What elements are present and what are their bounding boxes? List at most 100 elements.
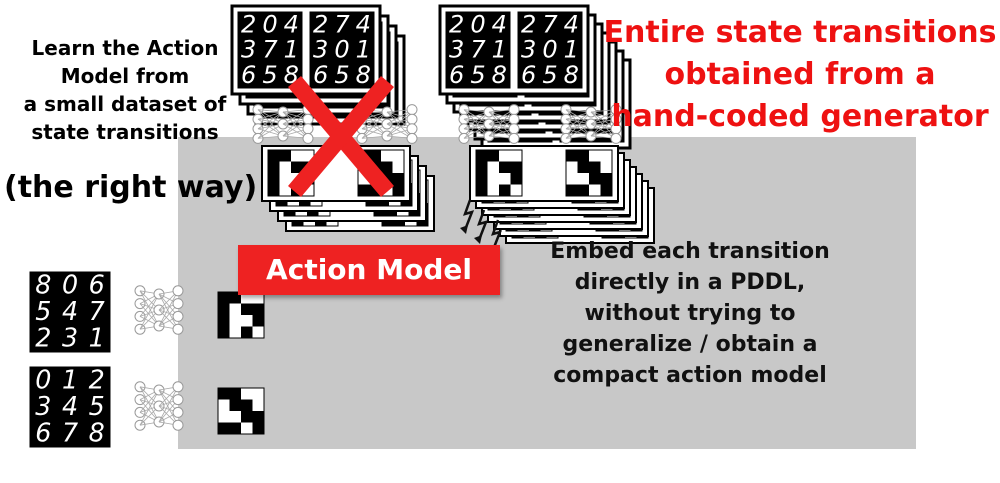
net-edge [565,111,592,139]
net-edge [282,111,309,139]
net-edge [463,111,490,139]
net-edge [590,111,617,139]
mnist-digit: 0 [35,364,51,394]
mnist-digit: 7 [262,36,278,64]
latent-state [475,149,523,197]
mnist-digit: 4 [62,296,78,326]
embed-caption-line: without trying to [584,301,796,326]
net-node [172,381,184,393]
latent-cell [510,173,522,185]
latent-sheet-small [261,145,411,202]
net-node [302,113,314,125]
arrow-head [460,225,468,234]
latent-cell [218,315,230,327]
latent-cell [577,150,589,162]
mnist-digit: 3 [449,36,464,64]
generator-caption-line: obtained from a [664,57,936,92]
caption-line: state transitions [31,120,219,144]
caption-line: Learn the Action [31,36,219,60]
latent-cell [252,303,264,315]
mnist-background [309,11,375,89]
latent-cell [241,303,253,315]
mnist-digit: 0 [262,10,277,38]
latent-cell [291,161,303,173]
mnist-digit: 1 [356,36,371,64]
mnist-digit: 2 [521,10,536,38]
mnist-digit: 8 [492,61,507,89]
right-way-label: (the right way) [4,170,258,205]
latent-cell [218,422,230,434]
transition-arrow [463,199,475,231]
mnist-digit: 2 [89,364,105,394]
latent-cell [577,184,589,196]
mnist-digit: 7 [470,36,486,64]
net-node [610,132,622,144]
latent-cell [229,292,241,304]
learn-action-model-caption: Learn the Action Model from a small data… [0,34,250,146]
latent-cell [381,161,393,173]
net-node [406,113,418,125]
latent-cell [241,326,253,338]
mnist-digit: 1 [284,36,299,64]
mnist-digit: 3 [313,36,328,64]
latent-cell [589,161,601,173]
net-edge [361,111,388,139]
net-edge [139,386,160,423]
encoder-net-icon [134,285,184,335]
net-edge [139,290,160,327]
net-edge [565,109,592,137]
mnist-background [237,11,303,89]
mnist-digit: 0 [62,269,78,299]
latent-cell [476,150,488,162]
latent-cell [229,388,241,400]
mnist-digit: 5 [470,61,485,89]
net-edge [386,111,413,139]
net-edge [463,109,490,137]
mnist-digit: 7 [542,10,558,38]
net-node [172,310,184,322]
embed-caption-line: Embed each transition [550,239,830,264]
mnist-digit: 5 [334,61,349,89]
mnist-digit: 5 [35,296,51,326]
latent-cell [268,184,280,196]
mnist-digit: 4 [356,10,371,38]
latent-output-state [217,387,265,435]
embed-transition-caption: Embed each transition directly in a PDDL… [505,236,875,391]
latent-cell [600,173,612,185]
mnist-digit: 1 [564,36,579,64]
mnist-digit: 6 [89,269,105,299]
net-edge [282,109,309,137]
net-node [172,323,184,335]
net-node [172,419,184,431]
mnist-digit: 3 [35,391,51,421]
latent-cell [218,292,230,304]
embed-caption-line: compact action model [553,363,827,388]
latent-cell [392,173,404,185]
mnist-digit: 8 [35,269,51,299]
net-edge [257,109,284,137]
latent-state [565,149,613,197]
mnist-digit: 2 [35,323,51,353]
net-edge [590,109,617,137]
net-edge [158,293,179,330]
latent-cell [229,399,241,411]
mnist-digit: 6 [521,61,536,89]
latent-cell [600,184,612,196]
latent-cell [499,184,511,196]
net-node [508,132,520,144]
mnist-digit: 0 [470,10,485,38]
latent-cell [476,161,488,173]
mnist-digit: 6 [313,61,328,89]
mnist-digit: 1 [492,36,507,64]
mnist-digit: 5 [542,61,557,89]
net-edge [139,389,160,426]
mnist-digit: 4 [564,10,579,38]
latent-cell [369,184,381,196]
arrow-head [474,235,482,244]
mnist-digit: 1 [89,323,105,353]
mnist-digit: 7 [62,418,78,448]
